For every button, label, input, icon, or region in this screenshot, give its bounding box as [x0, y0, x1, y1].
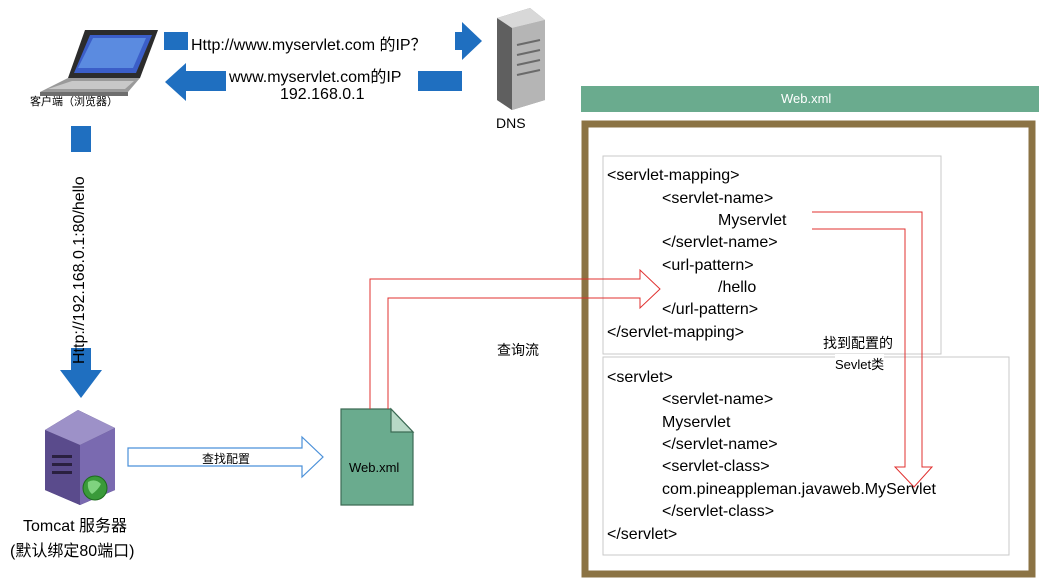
servlet-line: <servlet-name>: [662, 391, 774, 408]
found-label-line2: Sevlet类: [835, 354, 885, 373]
servlet-line: </servlet-name>: [662, 436, 778, 453]
servlet-line: </servlet>: [607, 526, 678, 543]
dns-request-label: Http://www.myservlet.com 的IP？: [191, 37, 427, 54]
client-label: 客户端（浏览器）: [30, 96, 118, 108]
tomcat-label-line2: (默认绑定80端口): [10, 543, 135, 560]
servlet-line: </servlet-class>: [662, 503, 775, 520]
servlet-line: <servlet-class>: [662, 458, 770, 475]
mapping-line: <url-pattern>: [662, 257, 754, 274]
webxml-panel-frame: [581, 120, 1036, 578]
servlet-line: <servlet>: [607, 369, 673, 386]
found-label-line1: 找到配置的: [823, 333, 893, 353]
mapping-line: </servlet-mapping>: [607, 324, 744, 341]
servlet-box: [602, 356, 1010, 556]
tomcat-label-line1: Tomcat 服务器: [23, 518, 128, 535]
mapping-line: Myservlet: [718, 212, 787, 229]
request-url-label: Http://192.168.0.1:80/hello: [71, 176, 88, 364]
dns-server-icon: [497, 8, 545, 110]
http-request-arrow: [60, 126, 102, 398]
dns-label: DNS: [496, 115, 526, 131]
request-arrow: [164, 22, 482, 60]
mapping-line: </servlet-name>: [662, 234, 778, 251]
mapping-line: </url-pattern>: [662, 301, 759, 318]
lookup-arrow: [127, 435, 324, 479]
document-label: Web.xml: [349, 460, 400, 475]
dns-response-label-line2: 192.168.0.1: [280, 86, 365, 103]
mapping-line: <servlet-name>: [662, 190, 774, 207]
servlet-lookup-arrow: [812, 211, 934, 488]
servlet-line: com.pineappleman.javaweb.MyServlet: [662, 481, 936, 498]
lookup-label: 查找配置: [202, 452, 251, 466]
response-arrow: [165, 63, 462, 101]
query-flow-arrow: [369, 268, 661, 409]
webxml-panel-header: [581, 86, 1039, 112]
servlet-line: Myservlet: [662, 414, 731, 431]
globe-icon: [82, 475, 108, 501]
mapping-line: /hello: [718, 279, 757, 296]
servlet-mapping-box: [602, 155, 942, 355]
laptop-icon: [40, 30, 158, 96]
webxml-panel-title: Web.xml: [781, 91, 832, 106]
mapping-line: <servlet-mapping>: [607, 167, 740, 184]
document-icon: [340, 407, 415, 506]
flow-label: 查询流: [497, 342, 539, 358]
dns-response-label-line1: www.myservlet.com的IP: [229, 69, 402, 86]
